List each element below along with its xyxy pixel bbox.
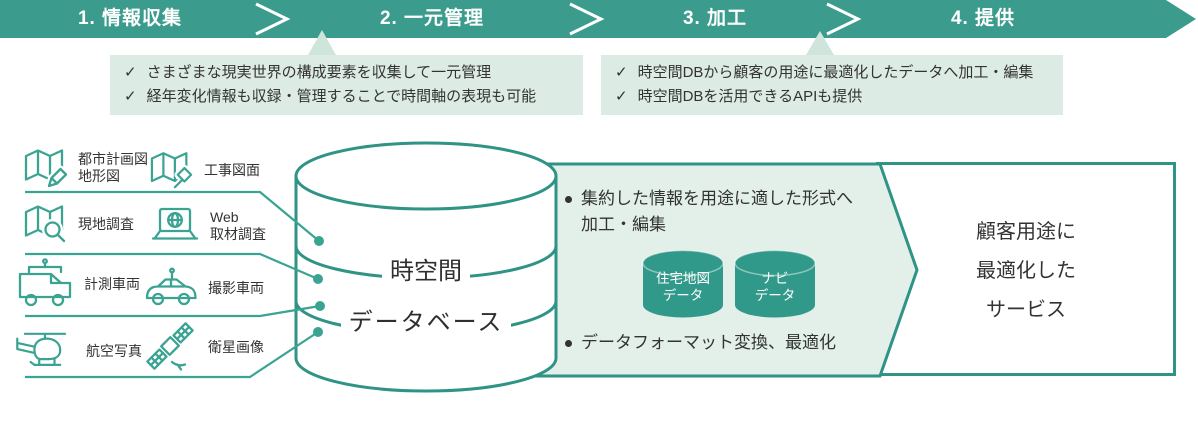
management-callout: ✓ さまざまな現実世界の構成要素を収集して一元管理 ✓ 経年変化情報も収録・管理… [110, 55, 583, 115]
callout-pointer-up-icon [806, 31, 834, 55]
source-label: 工事図面 [204, 161, 260, 178]
check-icon: ✓ [615, 64, 628, 81]
step-2-label: 2. 一元管理 [379, 8, 485, 29]
callout-text: 時空間DBから顧客の用途に最適化したデータへ加工・編集 [637, 64, 1034, 81]
chevron-right-icon [569, 2, 605, 36]
processing-callout: ✓ 時空間DBから顧客の用途に最適化したデータへ加工・編集 ✓ 時空間DBを活用… [601, 55, 1063, 115]
satellite-icon [146, 322, 194, 371]
bullet-text: 集約した情報を用途に適した形式へ 加工・編集 [581, 189, 853, 234]
housing-map-data-label: 住宅地図 データ [656, 271, 710, 303]
source-label: 航空写真 [86, 342, 142, 359]
source-label: 現地調査 [78, 215, 134, 232]
source-camera-vehicle: 撮影車両 [144, 266, 264, 310]
callout-text: 時空間DBを活用できるAPIも提供 [637, 88, 863, 105]
survey-van-icon [18, 258, 72, 307]
callout-text: さまざまな現実世界の構成要素を収集して一元管理 [146, 64, 492, 81]
output-service-label: 顧客用途に 最適化した サービス [976, 221, 1076, 321]
source-satellite-image: 衛星画像 [142, 320, 264, 374]
helicopter-icon [16, 332, 67, 366]
check-icon: ✓ [124, 64, 137, 81]
source-survey-vehicle: 計測車両 [16, 258, 140, 310]
source-construction-drawing: 工事図面 [150, 149, 260, 191]
source-label: 衛星画像 [208, 338, 264, 355]
callout-item: ✓ 経年変化情報も収録・管理することで時間軸の表現も可能 [124, 85, 583, 109]
connector-line [25, 331, 319, 379]
source-field-survey: 現地調査 [24, 202, 134, 246]
connector-line [25, 304, 321, 318]
connector-dot [315, 301, 325, 311]
source-city-plan-map: 都市計画図地形図 [24, 146, 148, 190]
camera-car-icon [145, 267, 197, 306]
chevron-right-icon [826, 2, 862, 36]
database-cylinder-top [294, 141, 558, 211]
bullet-dot-icon [565, 340, 572, 347]
source-label: 都市計画図地形図 [78, 151, 148, 184]
connector-dot [314, 236, 324, 246]
chevron-right-icon [255, 2, 291, 36]
map-hammer-icon [150, 152, 194, 190]
process-bullet-1: 集約した情報を用途に適した形式へ 加工・編集 [565, 186, 853, 238]
callout-text: 経年変化情報も収録・管理することで時間軸の表現も可能 [146, 88, 537, 105]
step-3-label: 3. 加工 [682, 8, 748, 29]
process-bullet-2: データフォーマット変換、最適化 [565, 330, 836, 356]
source-label: 撮影車両 [208, 279, 264, 296]
callout-item: ✓ 時空間DBから顧客の用途に最適化したデータへ加工・編集 [615, 61, 1063, 85]
navi-data-cylinder [734, 249, 816, 318]
source-aerial-photo: 航空写真 [12, 330, 142, 372]
database-label-line1: 時空間 [296, 257, 556, 287]
bullet-text: データフォーマット変換、最適化 [581, 333, 836, 352]
step-1-label: 1. 情報収集 [77, 8, 183, 29]
map-magnifier-icon [24, 205, 66, 243]
database-label-line2: データベース [296, 308, 556, 338]
check-icon: ✓ [615, 88, 628, 105]
housing-map-data-cylinder [642, 249, 724, 318]
output-service-box [876, 162, 1176, 376]
source-label: 計測車両 [84, 275, 140, 292]
connector-line [25, 252, 319, 281]
map-pencil-icon [24, 149, 68, 190]
check-icon: ✓ [124, 88, 137, 105]
connector-dot [313, 274, 323, 284]
callout-pointer-up-icon [308, 30, 336, 55]
connector-dot [313, 327, 323, 337]
step-4-label: 4. 提供 [950, 8, 1016, 29]
navi-data-label: ナビ データ [754, 271, 796, 303]
connector-line [25, 190, 320, 242]
callout-item: ✓ 時空間DBを活用できるAPIも提供 [615, 85, 1063, 109]
laptop-globe-icon [151, 207, 199, 240]
bullet-dot-icon [565, 196, 572, 203]
callout-item: ✓ さまざまな現実世界の構成要素を収集して一元管理 [124, 61, 583, 85]
